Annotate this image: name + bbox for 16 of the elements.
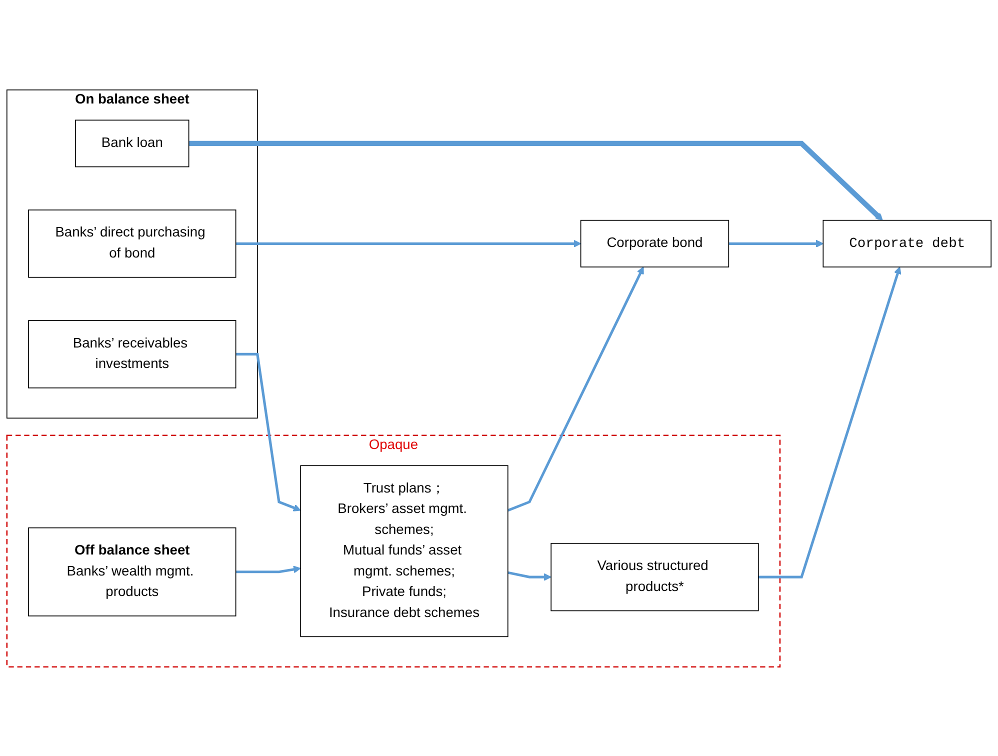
arrow [758, 266, 902, 578]
arrow [508, 570, 552, 580]
node-box: Bank loan [75, 119, 190, 167]
node-box: Corporate debt [822, 220, 992, 267]
node-box: Banks’ receivables investments [28, 320, 236, 388]
node-box: Banks’ direct purchasing of bond [28, 209, 236, 278]
node-box: Off balance sheet Banks’ wealth mgmt. products [28, 526, 236, 616]
arrow [728, 239, 824, 248]
arrow [507, 266, 644, 512]
arrow [236, 565, 301, 573]
arrow [188, 140, 883, 220]
node-box: Various structured products* [550, 542, 759, 611]
node-box: Trust plans； Brokers’ asset mgmt. schemes; Mutual funds’ asset mgmt. schemes; Private funds; Insurance debt schemes [300, 464, 508, 637]
arrow [236, 352, 301, 512]
arrow [236, 239, 582, 248]
node-box: Corporate bond [580, 220, 730, 267]
